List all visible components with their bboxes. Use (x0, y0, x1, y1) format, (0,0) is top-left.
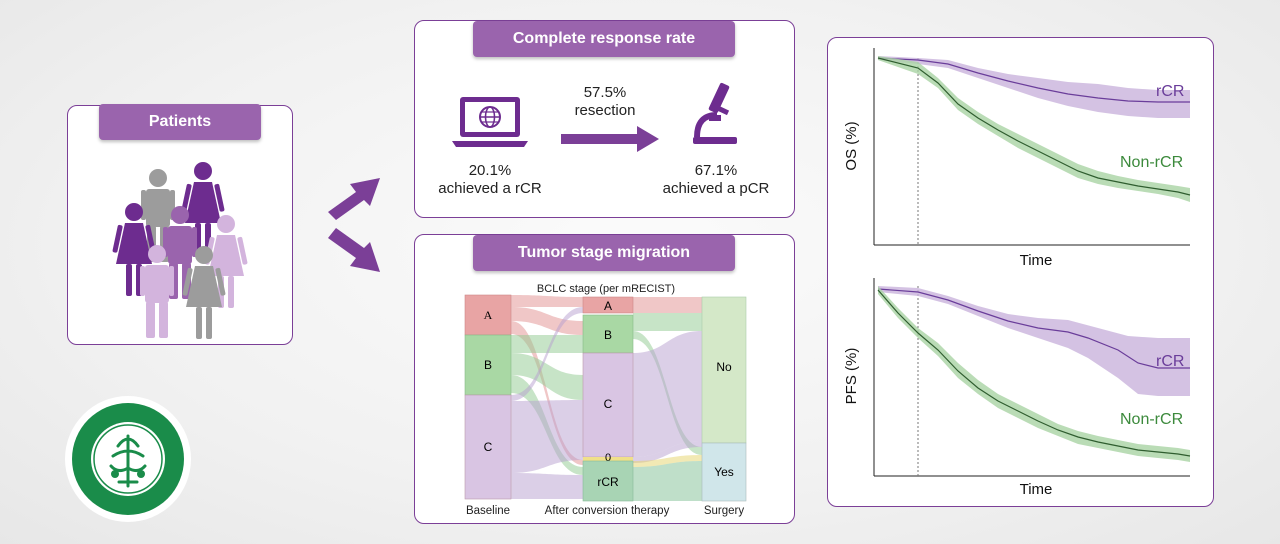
flow (511, 307, 583, 335)
os-nonrcr-line (877, 57, 1191, 196)
node-baseline-b (464, 334, 512, 396)
pfs-plot: rCR Non-rCR PFS (%) Time (843, 278, 1191, 498)
sankey-diagram: BCLC stage (per mRECIST) A B (464, 283, 747, 517)
complete-response-panel: Complete response rate 20.1% achieved a … (414, 20, 795, 218)
node-after-0 (583, 457, 633, 461)
node-label: rCR (597, 475, 619, 489)
node-label: Yes (714, 465, 734, 479)
hospital-logo (65, 396, 191, 522)
patients-title: Patients (99, 104, 261, 140)
flow (633, 331, 702, 457)
patients-illustration (112, 162, 248, 339)
arrow-up-right-icon (328, 178, 380, 220)
complete-response-title: Complete response rate (473, 21, 735, 57)
os-rcr-line (877, 57, 1190, 103)
node-baseline-a (464, 294, 512, 336)
os-nonrcr-label: Non-rCR (1120, 154, 1183, 171)
flow-arrows (328, 178, 380, 272)
node-after-a (582, 296, 634, 314)
arrow-right-icon (561, 126, 659, 152)
flow (511, 473, 583, 499)
after-therapy-label: After conversion therapy (545, 505, 670, 517)
node-label: No (716, 360, 732, 374)
rcr-text: achieved a rCR (438, 180, 542, 197)
flow (511, 335, 583, 353)
baseline-label: Baseline (466, 505, 510, 517)
pfs-xlabel: Time (1020, 481, 1053, 498)
sankey-flows (511, 295, 702, 501)
node-label: B (484, 358, 492, 372)
node-label: A (484, 308, 493, 322)
node-after-rcr (582, 460, 634, 502)
rcr-percent: 20.1% (468, 162, 512, 179)
node-surgery-yes (701, 442, 747, 502)
node-label: C (484, 440, 493, 454)
node-after-b (582, 314, 634, 354)
survival-plots: rCR Non-rCR OS (%) Time rCR Non-rCR PFS … (843, 48, 1191, 498)
survival-panel: rCR Non-rCR OS (%) Time rCR Non-rCR PFS … (827, 37, 1214, 507)
node-label: 0 (605, 452, 611, 464)
node-label: B (604, 328, 612, 342)
node-after-c (582, 352, 634, 458)
os-plot: rCR Non-rCR OS (%) Time (843, 48, 1191, 269)
os-rcr-label: rCR (1156, 83, 1184, 100)
flow (511, 321, 583, 465)
pfs-nonrcr-line (877, 289, 1191, 457)
os-xlabel: Time (1020, 252, 1053, 269)
flow (511, 353, 583, 400)
flow (633, 455, 702, 467)
node-surgery-no (701, 296, 747, 444)
pfs-ylabel: PFS (%) (843, 348, 860, 405)
resection-percent: 57.5% (583, 84, 627, 101)
pcr-text: achieved a pCR (662, 180, 770, 197)
node-label: A (604, 299, 612, 313)
arrow-down-right-icon (328, 228, 380, 272)
stage-migration-panel: Tumor stage migration BCLC stage (per mR… (414, 234, 795, 524)
resection-text: resection (574, 102, 636, 119)
flow (633, 313, 702, 331)
os-nonrcr-band (878, 56, 1190, 202)
flow (511, 295, 583, 307)
stage-migration-title: Tumor stage migration (473, 235, 735, 271)
surgery-label: Surgery (704, 505, 745, 517)
pfs-rcr-line (877, 288, 1190, 369)
flow (511, 307, 583, 401)
patients-panel: Patients (67, 104, 293, 345)
flow (633, 441, 702, 463)
microscope-icon (693, 82, 737, 144)
laptop-globe-icon (452, 97, 528, 147)
pcr-percent: 67.1% (694, 162, 738, 179)
pfs-rcr-label: rCR (1156, 353, 1184, 370)
os-ylabel: OS (%) (843, 121, 860, 170)
flow (633, 461, 702, 501)
node-baseline-c (464, 394, 512, 500)
flow (633, 297, 702, 313)
node-label: C (604, 397, 613, 411)
flow (511, 400, 583, 473)
pfs-rcr-band (878, 286, 1190, 396)
pfs-nonrcr-label: Non-rCR (1120, 411, 1183, 428)
sankey-subtitle: BCLC stage (per mRECIST) (537, 283, 675, 295)
